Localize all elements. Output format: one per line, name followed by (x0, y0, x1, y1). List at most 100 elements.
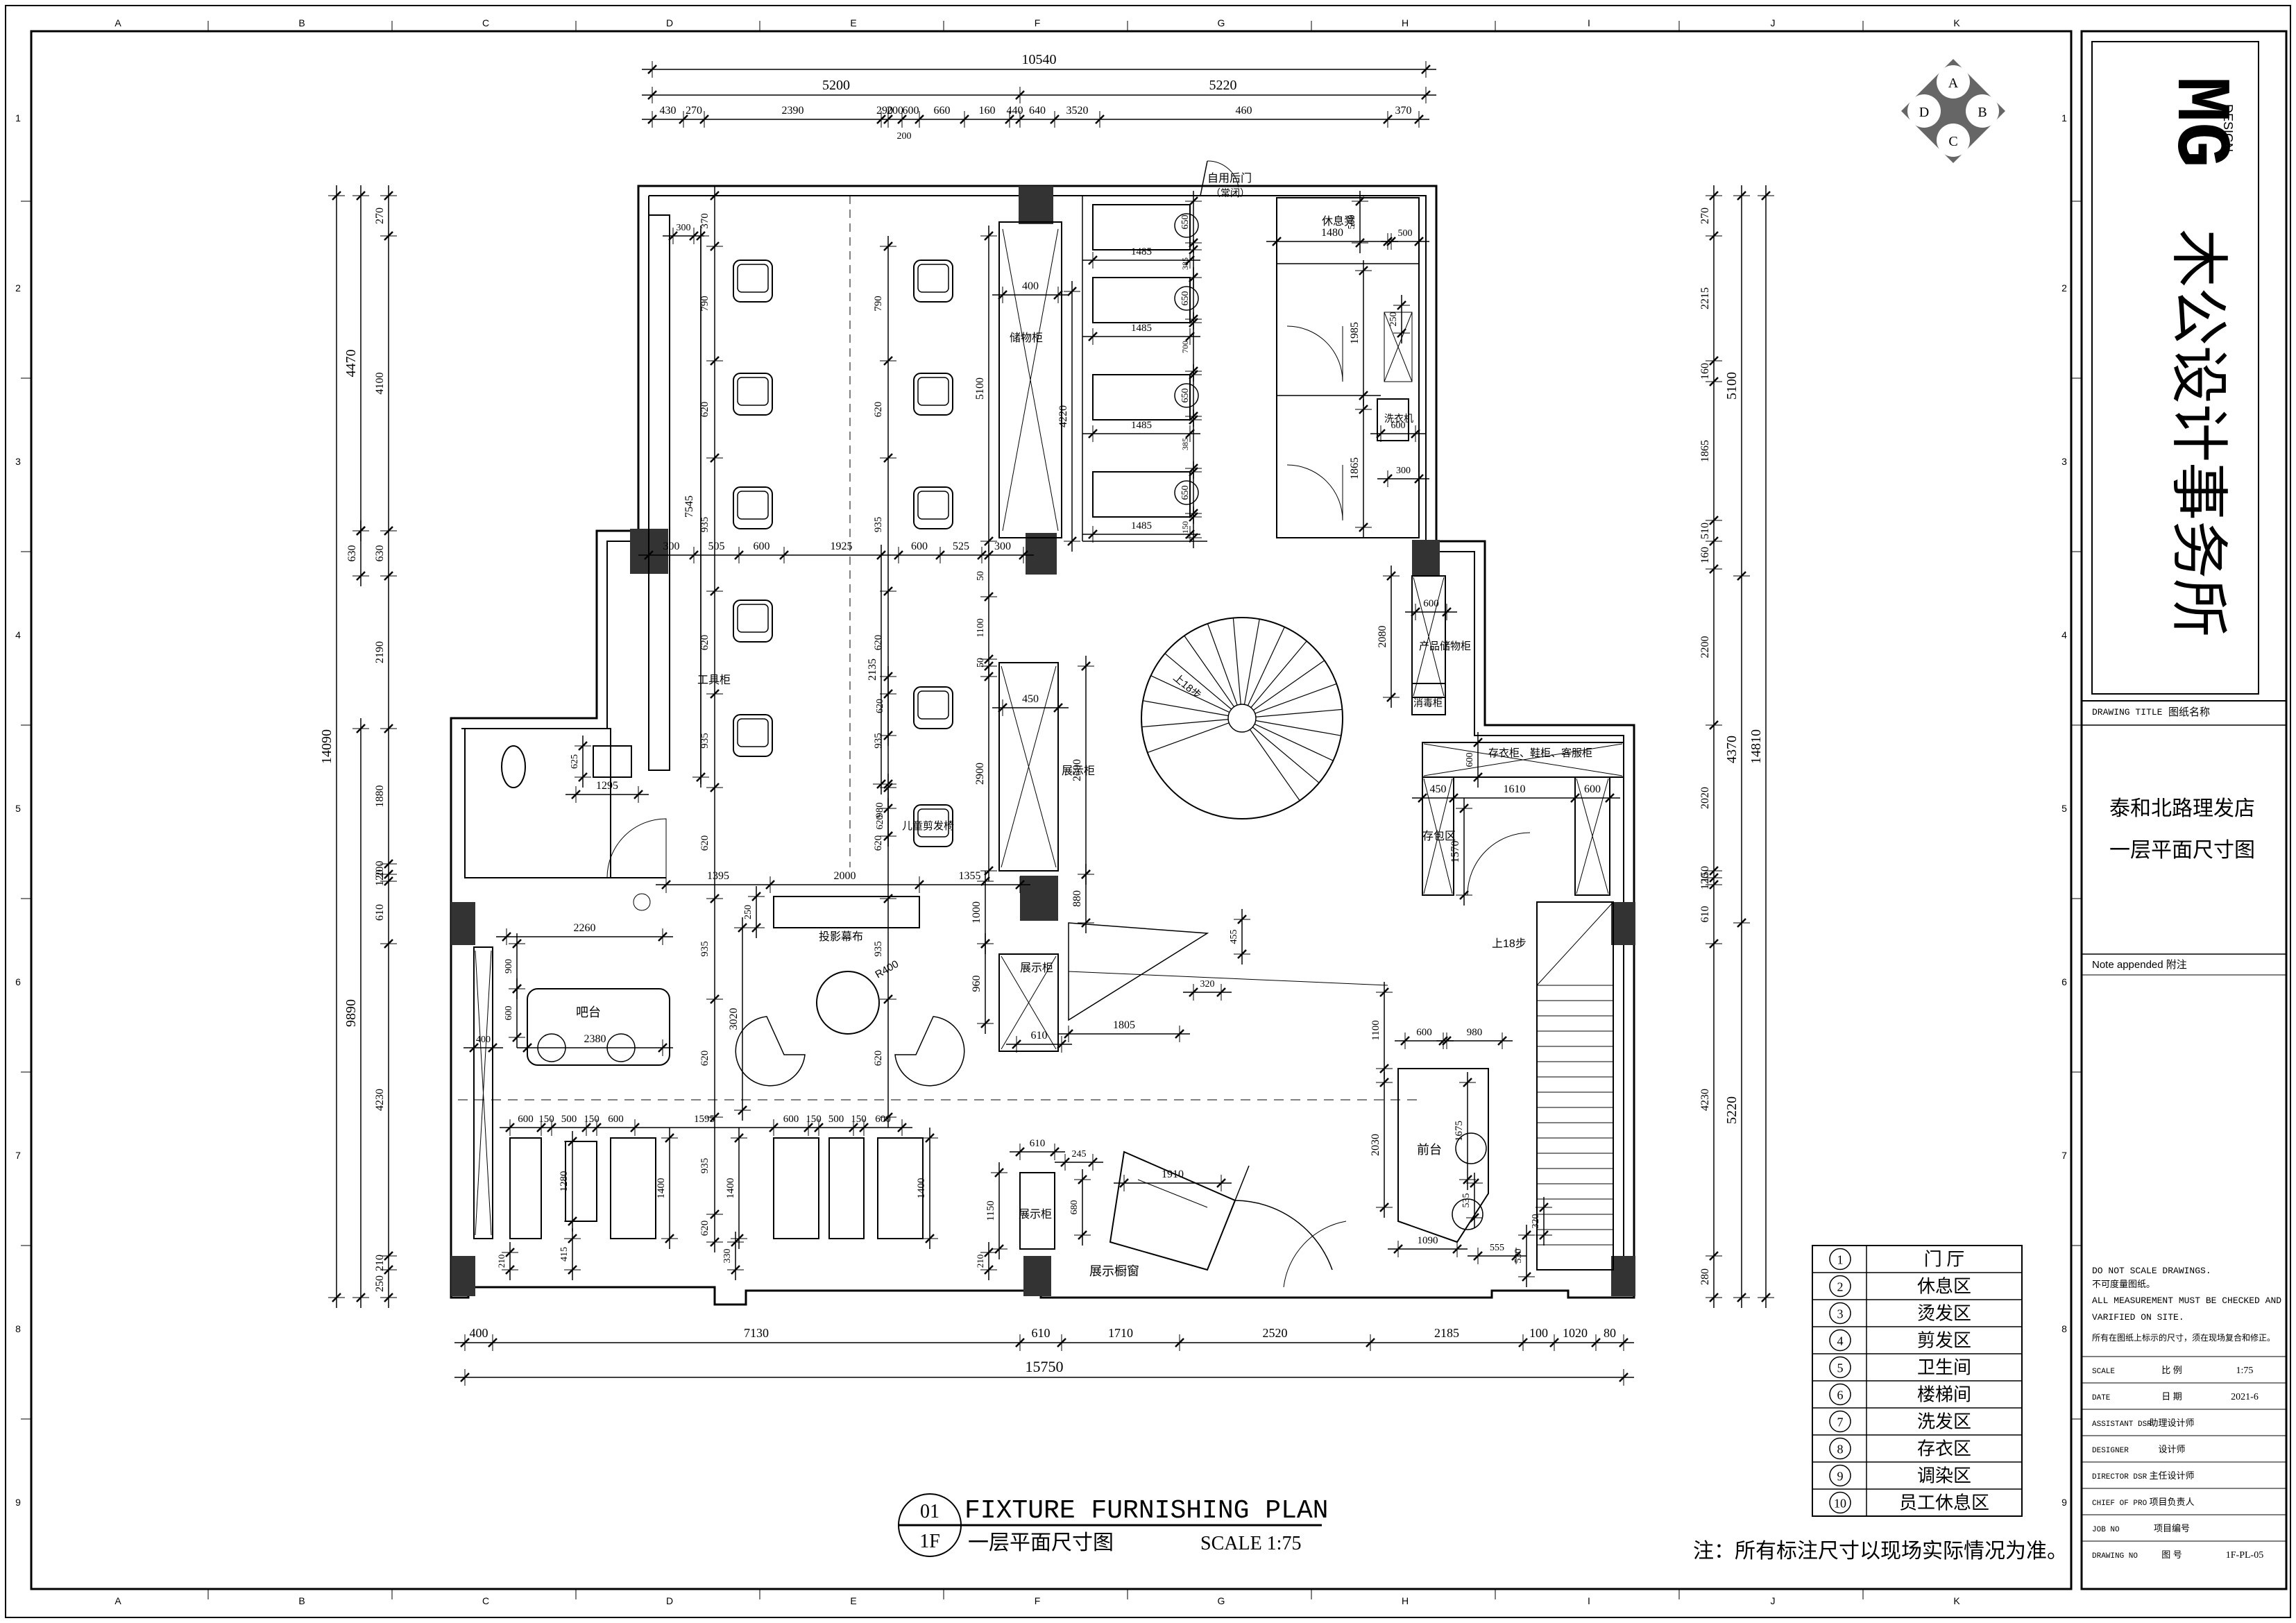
tb-row-cn: 助理设计师 (2149, 1418, 2194, 1428)
projection-label: 投影幕布 (819, 931, 863, 943)
legend-num-circle (1829, 1302, 1851, 1325)
disinfect-cabinet (1411, 683, 1446, 715)
wash-bed (1092, 471, 1191, 518)
reception-label: 前台 (1417, 1143, 1442, 1157)
dim-value: 2380 (584, 1033, 606, 1045)
grid-row-left: 2 (15, 282, 21, 294)
dim-value: 2590 (1071, 759, 1083, 781)
legend-room-name: 楼梯间 (1917, 1385, 1971, 1405)
dim-value: 1480 (1321, 227, 1343, 239)
dim-value: 100 (1529, 1326, 1548, 1340)
dim-value: 210 (496, 1255, 507, 1268)
dim-value: 980 (1467, 1027, 1483, 1038)
sheet-inner-border (30, 30, 2073, 1590)
project-name: 泰和北路理发店 (2109, 797, 2255, 820)
legend-num-circle (1829, 1356, 1851, 1379)
dim-value: 630 (374, 545, 386, 562)
spiral-step (1247, 627, 1285, 706)
dim-value: 500 (561, 1114, 577, 1125)
dim-value: 270 (686, 105, 702, 117)
grid-row-right: 8 (2061, 1323, 2067, 1334)
legend-number: 9 (1837, 1470, 1844, 1484)
grid-row-left: 6 (15, 976, 21, 987)
display-window-label: 展示橱窗 (1089, 1264, 1139, 1278)
tb-row-en: DRAWING NO (2092, 1552, 2138, 1561)
title-block: MG DESIGN 木公设计事务所 DRAWING TITLE 图纸名称 泰和北… (2080, 30, 2288, 1590)
dim-value: 15750 (1026, 1358, 1064, 1375)
grid-col-top: H (1402, 17, 1409, 28)
dim-value: 600 (754, 541, 770, 552)
dim-value: 415 (559, 1247, 570, 1261)
logo-circle-b (1966, 94, 1999, 128)
plan-number: 01 (920, 1501, 939, 1522)
dim-value: 2390 (782, 105, 804, 117)
dim-value: 430 (660, 105, 677, 117)
styling-chair (913, 686, 953, 729)
dim-value: 640 (1029, 105, 1046, 117)
grid-col-bottom: E (850, 1595, 856, 1606)
washer-label: 洗衣机 (1384, 413, 1413, 424)
wash-bed (1092, 277, 1191, 323)
dim-value: 3520 (1066, 105, 1089, 117)
dim-value: 610 (1031, 1030, 1048, 1042)
dim-value: 1295 (596, 780, 618, 792)
spiral-step (1243, 619, 1260, 705)
legend-room-name: 卫生间 (1917, 1358, 1971, 1378)
dim-value: 935 (873, 517, 884, 533)
dim-value: 300 (994, 541, 1011, 552)
dim-value: 5100 (1724, 372, 1740, 400)
dim-value: 500 (1347, 215, 1357, 230)
warning-en-2: ALL MEASUREMENT MUST BE CHECKED AND (2092, 1295, 2281, 1306)
dim-value: 600 (1423, 598, 1439, 609)
dim-value: 245 (1072, 1149, 1087, 1159)
dim-value: 50 (976, 571, 986, 581)
display-cabinet-label-2: 展示柜 (1020, 962, 1053, 974)
dim-value: 625 (570, 754, 580, 769)
dim-value: 1880 (374, 785, 386, 808)
grid-col-bottom: G (1218, 1595, 1225, 1606)
grid-row-left: 8 (15, 1323, 21, 1334)
stair-label-1: 上18步 (1171, 672, 1203, 702)
spiral-step (1255, 720, 1341, 736)
plan-floor: 1F (919, 1531, 940, 1552)
dim-value: 510 (1699, 522, 1711, 539)
dim-value: 535 (1461, 1193, 1472, 1208)
grid-col-top: C (482, 17, 489, 28)
dim-value: 790 (873, 296, 884, 312)
dim-value: 5200 (822, 78, 850, 93)
warning-en-3: VARIFIED ON SITE. (2092, 1312, 2184, 1323)
grid-row-left: 4 (15, 629, 21, 640)
dim-value: 150 (538, 1114, 554, 1125)
column (1020, 876, 1058, 921)
dim-value: 620 (699, 402, 711, 418)
dim-value: 1485 (1131, 520, 1152, 532)
dim-value: 290 (876, 105, 893, 117)
dim-value: 4230 (1699, 1089, 1711, 1111)
dim-value: 1395 (707, 870, 729, 882)
logo-letter-a: A (1948, 76, 1959, 91)
dim-value: 320 (1531, 1214, 1541, 1229)
spiral-step (1164, 653, 1232, 710)
dim-value: 4220 (1057, 405, 1069, 427)
spiral-step (1253, 660, 1325, 711)
legend-room-name: 休息区 (1917, 1277, 1971, 1297)
dim-value: 370 (1395, 105, 1412, 117)
dim-value: 2215 (1699, 287, 1711, 309)
grid-row-left: 1 (15, 112, 21, 124)
tb-row-en: ASSISTANT DSR (2092, 1420, 2152, 1429)
dim-value: 600 (1584, 783, 1601, 795)
grid-col-bottom: B (298, 1595, 305, 1606)
dim-value: 120 (374, 869, 386, 886)
spiral-step (1254, 723, 1334, 761)
spiral-step (1147, 722, 1230, 754)
dim-value: 80 (1604, 1326, 1616, 1340)
grid-row-right: 4 (2061, 629, 2067, 640)
dim-value: 4470 (343, 350, 359, 377)
dim-value: 14090 (319, 729, 334, 764)
tb-row-value: 1:75 (2236, 1366, 2254, 1376)
dim-value: 935 (699, 517, 711, 533)
inner-wall (461, 195, 1624, 1287)
dim-value: 1865 (1699, 440, 1711, 462)
